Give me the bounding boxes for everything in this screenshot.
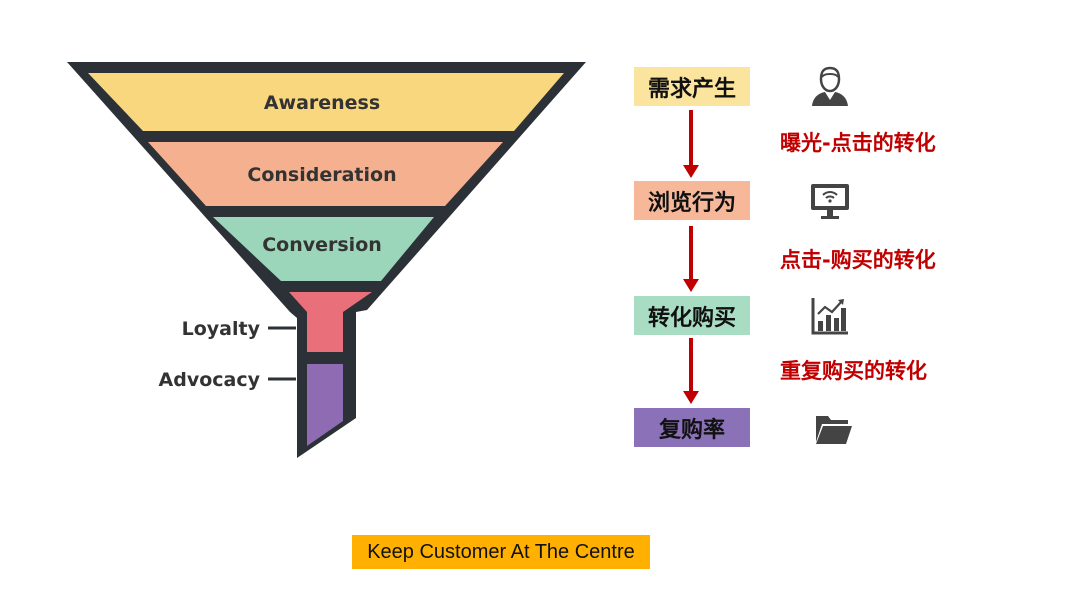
funnel-band-conversion	[213, 217, 434, 281]
funnel-side-label-loyalty: Loyalty	[182, 318, 261, 340]
stage-browse: 浏览行为	[634, 181, 750, 220]
user-icon	[812, 66, 848, 106]
footer-tagline-text: Keep Customer At The Centre	[367, 540, 635, 563]
stage-repurchase: 复购率	[634, 408, 750, 447]
funnel-label-consideration: Consideration	[247, 164, 396, 186]
stage-demand-label: 需求产生	[647, 76, 736, 102]
funnel-band-awareness	[88, 73, 564, 131]
flow-arrow-3	[681, 338, 701, 404]
conversion-label-repeat-purchase: 重复购买的转化	[780, 359, 927, 383]
flow-arrow-2	[681, 226, 701, 292]
flow-arrow-1	[681, 110, 701, 178]
folder-icon	[816, 416, 852, 444]
conversion-label-click-purchase: 点击-购买的转化	[780, 248, 936, 272]
footer-tagline: Keep Customer At The Centre	[352, 535, 650, 569]
marketing-funnel: Awareness Consideration Conversion Loyal…	[67, 62, 586, 458]
stage-purchase-label: 转化购买	[647, 305, 736, 331]
stage-repurchase-label: 复购率	[658, 417, 725, 443]
funnel-label-conversion: Conversion	[262, 234, 382, 256]
funnel-label-awareness: Awareness	[264, 92, 380, 114]
stage-demand: 需求产生	[634, 67, 750, 106]
stage-browse-label: 浏览行为	[647, 190, 736, 216]
stage-purchase: 转化购买	[634, 296, 750, 335]
funnel-band-consideration	[148, 142, 503, 206]
monitor-wifi-icon	[811, 184, 849, 219]
funnel-band-loyalty	[289, 292, 372, 352]
bar-chart-growth-icon	[811, 298, 848, 335]
funnel-side-label-advocacy: Advocacy	[159, 369, 261, 391]
conversion-label-exposure-click: 曝光-点击的转化	[780, 131, 936, 155]
funnel-band-advocacy	[307, 364, 343, 446]
